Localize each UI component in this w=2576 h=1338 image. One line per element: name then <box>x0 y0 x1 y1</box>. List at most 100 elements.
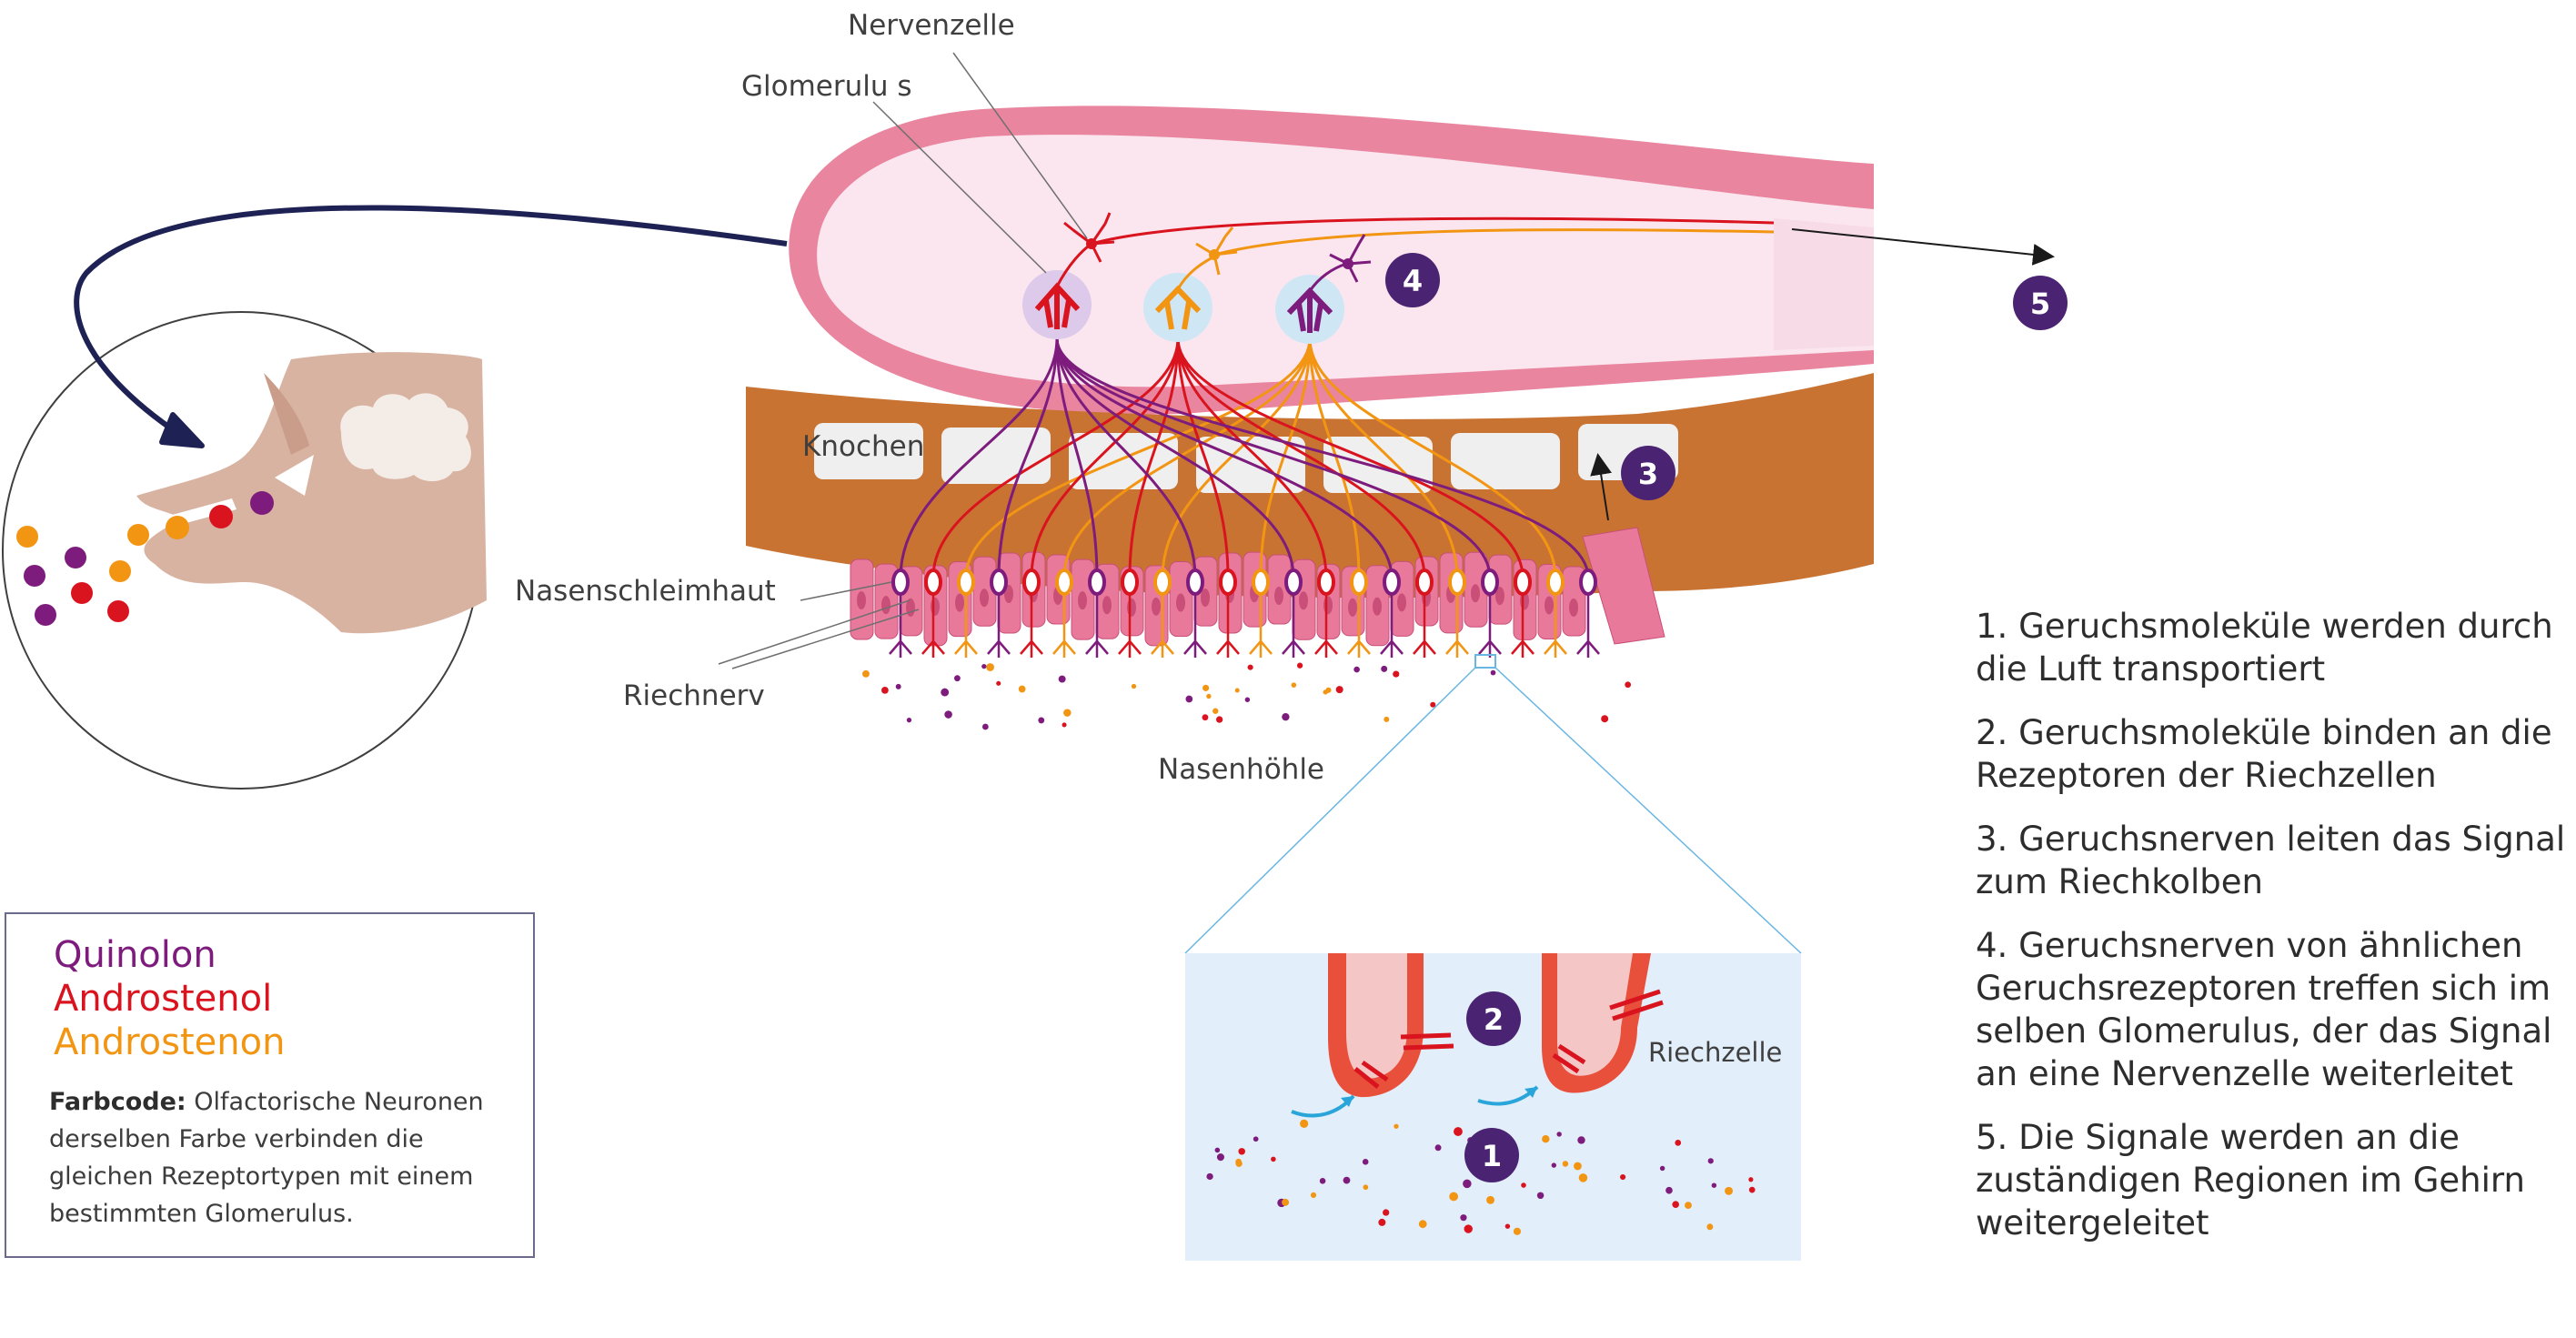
label-pointers <box>718 52 1088 669</box>
receptor-dendrite <box>1282 593 1305 658</box>
receptor-neuron <box>1153 568 1172 596</box>
cell-nucleus <box>1323 596 1333 615</box>
cell-nucleus <box>1348 598 1357 617</box>
steps-list: 1. Geruchsmoleküle werden durch die Luft… <box>1976 605 2576 1265</box>
cell-nucleus <box>1471 584 1480 603</box>
step-3: 3. Geruchsnerven leiten das Signal zum R… <box>1976 820 2566 901</box>
molecule-dot <box>1202 714 1209 721</box>
legend: Quinolon Androstenol Androstenon Farbcod… <box>5 912 535 1258</box>
molecule-dot <box>1131 683 1137 689</box>
molecule-dot <box>1271 1156 1276 1162</box>
nerve-cells <box>1055 212 1775 292</box>
receptor-dendrite <box>1511 593 1535 658</box>
molecule-dot <box>1672 1201 1679 1208</box>
molecule-dot <box>1463 1179 1472 1189</box>
molecule-dot <box>1384 716 1390 722</box>
molecule-dot <box>1748 1177 1754 1182</box>
svg-text:5: 5 <box>2030 287 2050 321</box>
step-1: 1. Geruchsmoleküle werden durch die Luft… <box>1976 607 2553 689</box>
cell-nucleus <box>1102 596 1112 615</box>
molecule-dot <box>906 718 912 723</box>
molecule-dot <box>881 686 889 694</box>
cell-nucleus <box>1078 591 1087 610</box>
receptor-neuron <box>1383 568 1401 596</box>
marker-2: 2 <box>1466 991 1521 1046</box>
molecule-dot <box>1185 695 1193 703</box>
molecule-dot <box>1214 1147 1221 1153</box>
receptor-neuron <box>1121 568 1139 596</box>
receptor-dendrite <box>1183 593 1207 658</box>
marker-5: 5 <box>2013 276 2068 330</box>
molecule-dot <box>1685 1202 1692 1210</box>
molecule-dot <box>895 683 901 689</box>
marker-4: 4 <box>1385 253 1440 307</box>
receptor-dendrite <box>1544 593 1567 658</box>
legend-androstenon: Androstenon <box>54 1021 286 1063</box>
molecule-dot <box>981 663 987 669</box>
molecule-dot <box>1601 715 1609 723</box>
molecule-dot <box>1464 1224 1473 1233</box>
molecule-dot <box>862 669 870 678</box>
molecule-dot <box>1062 722 1067 728</box>
molecule-dot <box>986 663 994 671</box>
molecule-dot <box>1748 1186 1756 1193</box>
legend-note-bold: Farbcode: <box>49 1088 186 1116</box>
receptor-neuron <box>1088 568 1106 596</box>
nerve-fibre <box>1055 337 1295 578</box>
molecule-dot <box>1430 701 1436 708</box>
molecule-dot <box>996 680 1001 686</box>
molecule-dot <box>1247 664 1253 670</box>
receptor-dendrite <box>921 593 945 658</box>
label-glomerulus: Glomerulu s <box>741 70 912 103</box>
molecule-dot <box>1282 712 1290 721</box>
label-nasenhoehle: Nasenhöhle <box>1158 753 1325 786</box>
molecule-dot <box>1216 1153 1224 1162</box>
receptor-neuron <box>1546 568 1565 596</box>
receptor-neuron <box>957 568 975 596</box>
molecule-dot <box>1353 666 1360 673</box>
receptor-dendrite <box>1445 593 1469 658</box>
signal-arrow <box>1791 228 2055 266</box>
molecule-dot <box>1513 1227 1522 1235</box>
inhale-arrow <box>74 205 788 438</box>
svg-text:1: 1 <box>1482 1139 1502 1173</box>
step-2: 2. Geruchsmoleküle binden an die Rezepto… <box>1976 713 2552 795</box>
cell-nucleus <box>1495 587 1504 606</box>
label-riechzelle: Riechzelle <box>1648 1037 1783 1068</box>
receptor-neuron <box>1022 568 1041 596</box>
nerve-fibre <box>964 337 1312 578</box>
nerve-fibre <box>899 337 1059 578</box>
nerve-arrow <box>1590 453 1612 521</box>
receptor-neuron <box>924 568 942 596</box>
nerve-fibre <box>1176 337 1426 578</box>
receptor-neuron <box>990 568 1008 596</box>
molecule-dot <box>1335 686 1343 694</box>
receptor-neuron <box>1252 568 1270 596</box>
molecule-dot <box>1323 689 1328 695</box>
mucosa-cell <box>1582 527 1665 645</box>
molecule-dot <box>1486 1195 1495 1204</box>
molecule-dot <box>1310 1192 1317 1198</box>
molecule-dot <box>944 710 952 719</box>
molecule-dot <box>1202 684 1210 691</box>
molecule-dot <box>1707 1158 1714 1164</box>
nerve-fibre <box>1176 337 1328 578</box>
receptor-dendrite <box>987 593 1011 658</box>
molecule-dot <box>1238 1148 1245 1155</box>
molecule-dot <box>1381 665 1388 672</box>
nerve-fibre <box>1259 337 1312 578</box>
receptor-neuron <box>1448 568 1466 596</box>
molecule-dot <box>1296 662 1303 669</box>
receptor-dendrite <box>1151 593 1174 658</box>
molecule-dot <box>1659 1165 1665 1172</box>
molecule-dot <box>1206 693 1212 699</box>
molecule-dot <box>1300 1119 1309 1128</box>
cell-nucleus <box>1176 593 1185 612</box>
svg-text:3: 3 <box>1638 457 1658 491</box>
receptor-dendrite <box>1576 593 1600 658</box>
molecule-dot <box>1620 1173 1626 1181</box>
nerve-fibre <box>1055 337 1394 578</box>
nerve-fibre <box>1308 337 1361 578</box>
molecule-dot <box>1291 682 1297 688</box>
